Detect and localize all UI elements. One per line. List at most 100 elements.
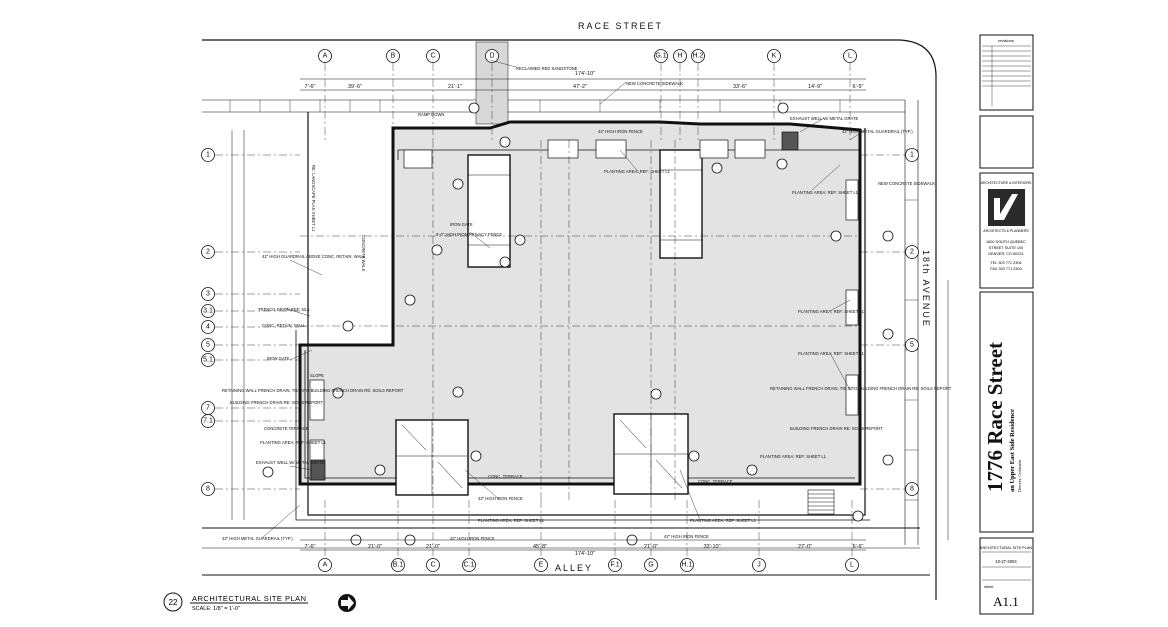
grid-bubble-right-2-label: 2 — [910, 249, 914, 256]
grid-bubble-bottom-c-1: C.1 — [462, 558, 476, 572]
note-reclaimed-sandstone: RECLAIMED RED SANDSTONE — [516, 66, 578, 71]
dimension-lines — [231, 78, 949, 551]
grid-bubble-left-5-label: 5 — [206, 342, 210, 349]
sheet-label: sheet — [984, 585, 994, 589]
grid-bubble-left-1-label: 1 — [206, 152, 210, 159]
grid-bubble-left-4-label: 4 — [206, 324, 210, 331]
grid-bubble-left-5-1: 5.1 — [201, 353, 215, 367]
dimension-segments-bottom: 7'-6"21'-0"21'-0"45'-8"21'-0"33'-10"27'-… — [305, 544, 864, 550]
note-building-drain-east: BUILDING FRENCH DRAIN RE: SOILS REPORT — [790, 426, 883, 431]
grid-bubble-bottom-g: G — [644, 558, 658, 572]
grid-bubble-left-2-label: 2 — [206, 249, 210, 256]
note-conc-terrace-2: CONC. TERRACE — [698, 479, 733, 484]
grid-bubble-top-d: D — [485, 49, 499, 63]
grid-bubble-right-8-label: 8 — [910, 486, 914, 493]
note-planting-area-5: PLANTING AREA; REF: SHEET L1 — [798, 351, 865, 356]
note-slope: SLOPE — [310, 373, 324, 378]
grid-bubble-top-a-label: A — [323, 53, 328, 60]
grid-bubble-bottom-e-label: E — [539, 562, 544, 569]
note-planting-area-2: PLANTING AREA; REF: SHEET L1 — [792, 190, 859, 195]
grid-bubble-left-3-label: 3 — [206, 291, 210, 298]
note-retaining-drain-east: RETAINING WALL FRENCH DRAIN, TIE INTO BU… — [770, 386, 952, 391]
grid-bubble-bottom-a: A — [318, 558, 332, 572]
grid-bubble-left-4: 4 — [201, 320, 215, 334]
grid-bubble-left-3: 3 — [201, 287, 215, 301]
overall-dimension-top: 174'-10" — [575, 71, 595, 77]
grid-bubble-top-h-2: H.2 — [691, 49, 705, 63]
dimension-bottom-2: 21'-0" — [426, 544, 440, 550]
note-planting-area-1: PLANTING AREA; REF: SHEET L1 — [604, 169, 671, 174]
grid-bubble-right-5: 5 — [905, 338, 919, 352]
grid-bubble-bottom-c-label: C — [430, 562, 435, 569]
sheet-date: 10-27-2004 — [995, 559, 1017, 564]
dimension-top-4: 33'-6" — [733, 84, 747, 90]
light-well-detail — [396, 169, 702, 495]
note-landscape-plan: RE: LANDSCAPE PLAN SHEET L1 — [311, 165, 316, 232]
drawing-scale: SCALE: 1/8" = 1'-0" — [192, 606, 240, 612]
note-iron-gate-west: IRON GATE — [267, 356, 290, 361]
street-east-label: 18th AVENUE — [921, 250, 931, 328]
note-planting-area-4: PLANTING AREA; REF: SHEET L1 — [798, 309, 865, 314]
street-south-label: ALLEY — [555, 563, 593, 573]
grid-bubble-right-1-label: 1 — [910, 152, 914, 159]
note-metal-guardrail-bottom: 42" HIGH METAL GUARDRAIL (TYP.) — [222, 536, 293, 541]
grid-bubble-top-g-1-label: G.1 — [655, 53, 666, 60]
stair-southeast — [807, 489, 835, 515]
grid-bubble-top-c: C — [426, 49, 440, 63]
firm-address-3: DENVER, CO 80231 — [988, 252, 1023, 256]
grid-bubble-bottom-c: C — [426, 558, 440, 572]
note-conc-terrace-1: CONC. TERRACE — [488, 474, 523, 479]
retaining-walls — [295, 112, 870, 521]
grid-bubble-left-5-1-label: 5.1 — [203, 357, 213, 364]
note-exhaust-well-west: EXHAUST WELL W/ METAL GRATE — [256, 460, 325, 465]
grid-bubbles-right: 1 2 5 8 — [905, 148, 919, 496]
drawing-number: 22 — [169, 598, 178, 607]
note-planting-area-8: PLANTING AREA; REF: SHEET L1 — [690, 518, 757, 523]
drawing-title-text: ARCHITECTURAL SITE PLAN — [192, 594, 307, 603]
dimension-bottom-6: 27'-0" — [798, 544, 812, 550]
street-north-label: RACE STREET — [578, 21, 663, 31]
note-iron-gate: IRON GATE — [450, 222, 473, 227]
firm-phone: TEL 303 771 2304 — [990, 261, 1021, 265]
grid-bubble-bottom-b-1-label: B.1 — [393, 562, 404, 569]
grid-bubble-bottom-j-label: J — [757, 562, 761, 569]
grid-bubble-top-h-label: H — [677, 53, 682, 60]
drawing-title: 22 ARCHITECTURAL SITE PLAN SCALE: 1/8" =… — [163, 592, 356, 612]
firm-name-top: ARCHITECTURE & INTERIORS — [981, 181, 1032, 185]
overall-dimension-bottom: 174'-10" — [575, 551, 595, 557]
note-iron-fence-3: 42" HIGH IRON FENCE — [664, 534, 709, 539]
note-planting-area-3: PLANTING AREA; REF: SHEET L1 — [260, 440, 327, 445]
north-arrow-icon — [341, 596, 354, 610]
grid-bubble-bottom-g-label: G — [648, 562, 653, 569]
note-new-sidewalk: NEW CONCRETE SIDEWALK — [626, 81, 683, 86]
title-block: revisions ARCHITECTURE & INTERIORS ARCHI… — [979, 34, 1034, 615]
note-planting-area-7: PLANTING AREA; REF: SHEET L1 — [478, 518, 545, 523]
grid-bubble-bottom-e: E — [534, 558, 548, 572]
grid-bubble-top-d-label: D — [489, 53, 494, 60]
grid-bubble-left-1: 1 — [201, 148, 215, 162]
firm-address-1: 1600 SOUTH QUEBEC — [986, 240, 1026, 244]
dimension-bottom-0: 7'-6" — [305, 544, 316, 550]
note-exhaust-well: EXHAUST WELL W/ METAL GRATE — [790, 116, 859, 121]
note-guardrail-wall: 42" HIGH GUARDRAIL ABOVE CONC. RETAIN. W… — [262, 254, 366, 259]
grid-bubble-bottom-c-1-label: C.1 — [464, 562, 475, 569]
grid-bubble-bottom-l: L — [845, 558, 859, 572]
grid-bubble-left-5: 5 — [201, 338, 215, 352]
sheet-title: ARCHITECTURAL SITE PLAN — [980, 546, 1032, 550]
grid-bubble-top-l-label: L — [848, 53, 852, 60]
section-markers — [262, 102, 894, 546]
dimension-top-0: 7'-6" — [305, 84, 316, 90]
annotations: RECLAIMED RED SANDSTONE NEW CONCRETE SID… — [222, 66, 952, 541]
dimension-top-1: 39'-6" — [348, 84, 362, 90]
grid-bubble-bottom-a-label: A — [323, 562, 328, 569]
grid-bubble-right-2: 2 — [905, 245, 919, 259]
grid-bubble-bottom-f-1-label: F.1 — [610, 562, 619, 569]
leader-lines — [261, 59, 867, 539]
note-concrete-terrace: CONCRETE TERRACE — [264, 426, 309, 431]
dimension-bottom-1: 21'-0" — [368, 544, 382, 550]
grid-bubble-bottom-l-label: L — [850, 562, 854, 569]
dimension-top-2: 21'-1" — [448, 84, 462, 90]
